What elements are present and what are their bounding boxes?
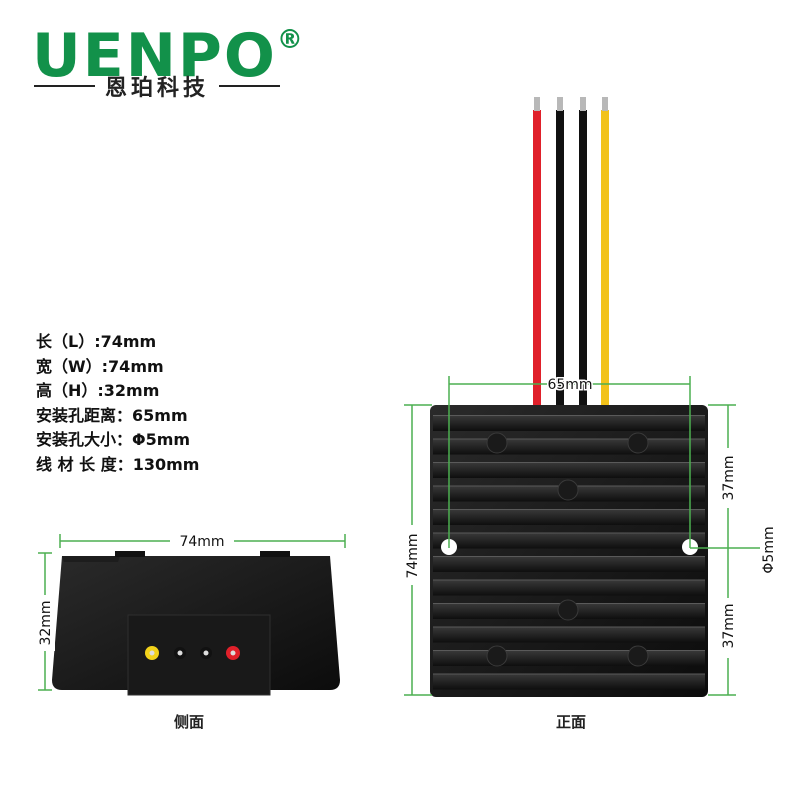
hole-distance-label: 65mm: [547, 377, 592, 393]
spec-hole-distance: 安装孔距离：65mm: [36, 405, 188, 425]
heatsink-fin: [433, 626, 705, 643]
heatsink-fin: [433, 650, 705, 666]
spec-length: 长（L）:74mm: [36, 332, 157, 351]
side-terminals: [145, 646, 240, 660]
heatsink-fin: [433, 509, 705, 525]
heatsink-fin: [433, 462, 705, 478]
brand-subtitle-text: 恩珀科技: [105, 76, 210, 101]
side-view: 74mm 32mm: [35, 532, 346, 696]
lower-half-label: 37mm: [721, 603, 737, 648]
wire-red: [533, 110, 541, 406]
case-bumps: [486, 432, 649, 667]
side-view-caption: 侧面: [174, 713, 204, 731]
wire-black-1: [556, 110, 564, 406]
heatsink-fin: [433, 556, 705, 572]
spec-list: 长（L）:74mm 宽（W）:74mm 高（H）:32mm 安装孔距离：65mm…: [36, 330, 296, 477]
heatsink-fin: [433, 579, 705, 596]
front-height-label: 74mm: [405, 533, 421, 578]
side-height-label: 32mm: [38, 600, 54, 645]
heatsink-fin: [433, 415, 705, 431]
heatsink-fin: [433, 438, 705, 455]
brand-logo: UENPO®: [32, 10, 305, 86]
spec-height: 高（H）:32mm: [36, 381, 160, 400]
wire-yellow: [601, 110, 609, 406]
brand-subtitle: 恩珀科技: [34, 70, 281, 102]
wire-black-2: [579, 110, 587, 406]
registered-mark: ®: [276, 25, 305, 55]
upper-half-label: 37mm: [721, 455, 737, 500]
brand-name: UENPO: [32, 21, 277, 91]
wires: [533, 110, 609, 406]
front-view-caption: 正面: [556, 713, 586, 731]
spec-width: 宽（W）:74mm: [36, 356, 164, 376]
front-view: 65mm 74mm 37mm 37mm Φ5mm: [403, 97, 777, 697]
divider-left: [34, 85, 95, 87]
spec-hole-size: 安装孔大小：Φ5mm: [36, 430, 191, 449]
heatsink-fin: [433, 673, 705, 690]
divider-right: [219, 85, 281, 87]
heatsink-fin: [433, 532, 705, 549]
hole-size-label: Φ5mm: [761, 526, 777, 573]
spec-wire-length: 线 材 长 度：130mm: [36, 454, 200, 474]
side-width-label: 74mm: [179, 534, 224, 550]
